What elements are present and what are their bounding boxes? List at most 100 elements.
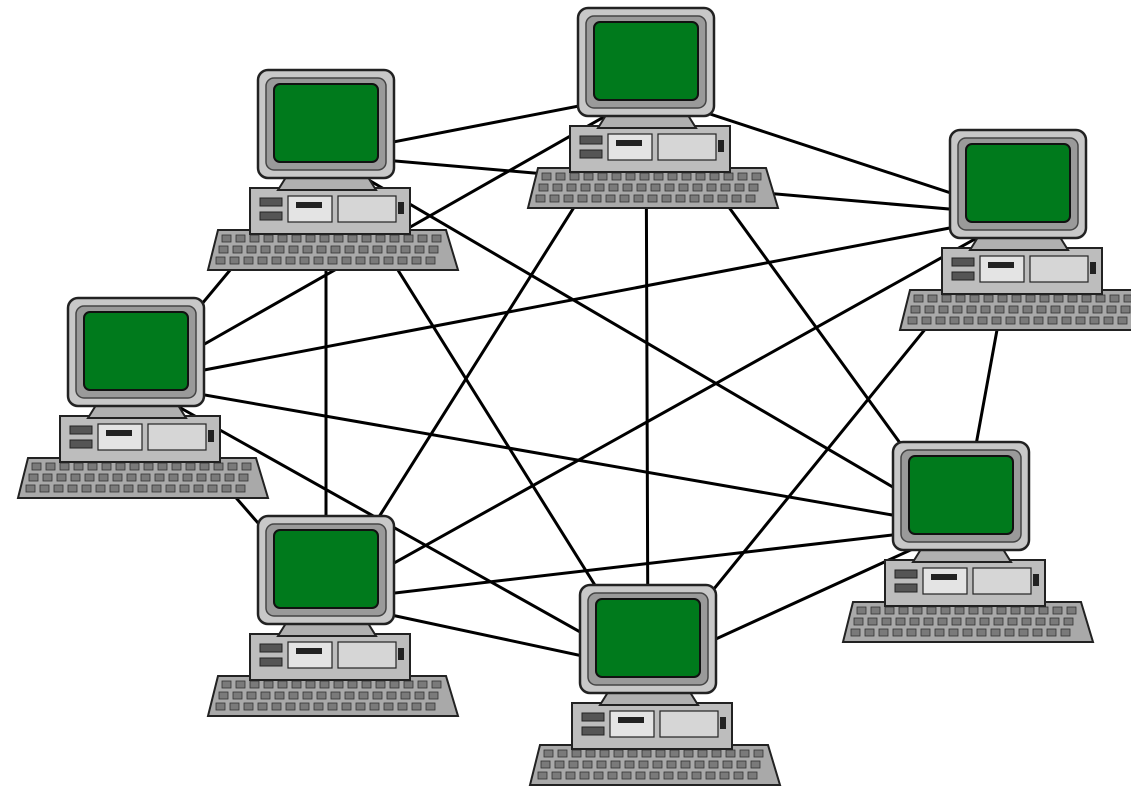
floppy-slot	[106, 430, 132, 436]
monitor-screen	[273, 83, 379, 163]
keyboard-key	[921, 316, 932, 325]
keyboard-key	[607, 771, 618, 780]
keyboard-key	[333, 680, 344, 689]
keyboard-key	[1120, 305, 1131, 314]
keyboard-key	[246, 691, 257, 700]
keyboard-key	[84, 473, 95, 482]
keyboard-key	[705, 771, 716, 780]
keyboard-key	[1010, 606, 1021, 615]
keyboard-key	[386, 245, 397, 254]
keyboard-key	[996, 606, 1007, 615]
drive-slot	[951, 271, 975, 281]
keyboard-key	[554, 760, 565, 769]
keyboard-key	[316, 245, 327, 254]
keyboard-key	[1053, 294, 1064, 303]
keyboard-key	[739, 749, 750, 758]
link-pc-middle-left-pc-upper-right	[134, 213, 1020, 385]
keyboard-key	[425, 702, 436, 711]
keyboard-key	[1021, 617, 1032, 626]
keyboard-key	[941, 294, 952, 303]
keyboard-key	[45, 462, 56, 471]
keyboard-key	[369, 702, 380, 711]
keyboard-key	[299, 256, 310, 265]
keyboard-key	[137, 484, 148, 493]
keyboard-key	[926, 606, 937, 615]
keyboard-key	[199, 462, 210, 471]
keyboard-key	[709, 172, 720, 181]
keyboard-key	[963, 316, 974, 325]
keyboard-key	[731, 194, 742, 203]
keyboard-key	[593, 771, 604, 780]
keyboard-key	[411, 256, 422, 265]
keyboard-key	[683, 749, 694, 758]
keyboard-key	[59, 462, 70, 471]
power-button	[720, 717, 726, 729]
keyboard-key	[414, 245, 425, 254]
floppy-slot	[296, 202, 322, 208]
keyboard-key	[955, 294, 966, 303]
keyboard-key	[895, 617, 906, 626]
keyboard-key	[224, 473, 235, 482]
link-pc-middle-left-pc-middle-right	[134, 381, 963, 529]
keyboard-key	[610, 760, 621, 769]
keyboard-key	[274, 691, 285, 700]
floppy-slot	[616, 140, 642, 146]
drive-slot	[894, 569, 918, 579]
keyboard-key	[997, 294, 1008, 303]
keyboard-key	[734, 183, 745, 192]
keyboard-key	[403, 234, 414, 243]
drive-slot	[894, 583, 918, 593]
keyboard-key	[910, 305, 921, 314]
keyboard-key	[1038, 606, 1049, 615]
keyboard-key	[856, 606, 867, 615]
keyboard-key	[288, 245, 299, 254]
front-panel	[147, 423, 207, 451]
front-panel	[657, 133, 717, 161]
keyboard-key	[207, 484, 218, 493]
keyboard-key	[666, 760, 677, 769]
keyboard-key	[1018, 628, 1029, 637]
keyboard-key	[1019, 316, 1030, 325]
monitor-screen	[273, 529, 379, 609]
keyboard-key	[1052, 606, 1063, 615]
keyboard-key	[347, 680, 358, 689]
drive-slot	[579, 135, 603, 145]
keyboard-key	[330, 691, 341, 700]
keyboard-key	[154, 473, 165, 482]
keyboard-key	[1106, 305, 1117, 314]
keyboard-key	[185, 462, 196, 471]
keyboard-key	[664, 183, 675, 192]
keyboard-key	[977, 316, 988, 325]
keyboard-key	[39, 484, 50, 493]
keyboard-key	[431, 680, 442, 689]
keyboard-key	[1123, 294, 1131, 303]
keyboard-key	[619, 194, 630, 203]
keyboard-key	[431, 234, 442, 243]
keyboard-key	[151, 484, 162, 493]
keyboard-key	[285, 256, 296, 265]
front-panel	[972, 567, 1032, 595]
keyboard-key	[661, 194, 672, 203]
keyboard-key	[400, 245, 411, 254]
keyboard-key	[745, 194, 756, 203]
keyboard-key	[982, 606, 993, 615]
keyboard-key	[1075, 316, 1086, 325]
keyboard-key	[67, 484, 78, 493]
keyboard-key	[302, 245, 313, 254]
monitor-screen	[908, 455, 1014, 535]
keyboard-key	[403, 680, 414, 689]
keyboard-key	[636, 183, 647, 192]
keyboard-key	[577, 194, 588, 203]
keyboard-key	[271, 256, 282, 265]
keyboard-key	[305, 234, 316, 243]
keyboard-key	[319, 234, 330, 243]
keyboard-key	[1109, 294, 1120, 303]
keyboard-key	[969, 294, 980, 303]
keyboard-key	[635, 771, 646, 780]
keyboard-key	[277, 234, 288, 243]
keyboard-key	[1005, 316, 1016, 325]
keyboard-key	[1025, 294, 1036, 303]
keyboard-key	[397, 702, 408, 711]
keyboard-key	[892, 628, 903, 637]
